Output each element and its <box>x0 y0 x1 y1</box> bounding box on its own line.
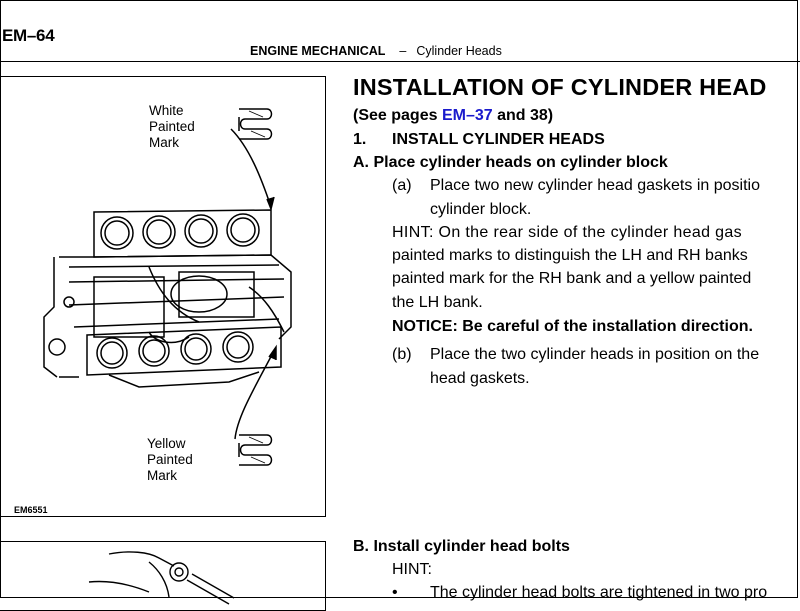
section-title: ENGINE MECHANICAL <box>250 44 386 58</box>
white-label-line: Mark <box>149 135 179 150</box>
step-a-heading: A. Place cylinder heads on cylinder bloc… <box>353 154 668 171</box>
page-title: INSTALLATION OF CYLINDER HEAD <box>353 74 767 100</box>
bullet-text: The cylinder head bolts are tightened in… <box>430 584 768 601</box>
see-pages: (See pages EM–37 and 38) <box>353 107 553 125</box>
figure-code: EM6551 <box>14 505 48 515</box>
substep-a-marker: (a) <box>392 177 412 194</box>
engine-block-figure: White Painted Mark Yellow Painted Mark <box>0 76 326 517</box>
white-label-line: White <box>149 103 184 118</box>
step-1-number: 1. <box>353 131 367 148</box>
hint-text: painted mark for the RH bank and a yello… <box>392 270 752 287</box>
substep-b-marker: (b) <box>392 346 412 363</box>
header-separator: – <box>399 44 407 58</box>
see-suffix: and 38) <box>492 107 554 124</box>
step-1-heading: INSTALL CYLINDER HEADS <box>392 131 605 148</box>
notice-text: NOTICE: Be careful of the installation d… <box>392 318 753 335</box>
yellow-mark-label: Yellow Painted Mark <box>147 436 193 484</box>
yellow-label-line: Mark <box>147 468 177 483</box>
substep-b-text: Place the two cylinder heads in position… <box>430 346 760 363</box>
bullet-icon: • <box>392 584 398 601</box>
hint-text: the LH bank. <box>392 294 483 311</box>
engine-block-illustration <box>43 108 292 466</box>
white-mark-label: White Painted Mark <box>149 103 195 151</box>
see-prefix: (See pages <box>353 107 442 124</box>
yellow-label-line: Painted <box>147 452 193 467</box>
page-link[interactable]: EM–37 <box>441 107 493 124</box>
header-rule <box>0 61 800 62</box>
substep-b-text: head gaskets. <box>430 370 530 387</box>
white-label-line: Painted <box>149 119 195 134</box>
yellow-label-line: Yellow <box>147 436 186 451</box>
substep-a-text: cylinder block. <box>430 201 532 218</box>
substep-a-text: Place two new cylinder head gaskets in p… <box>430 177 760 194</box>
step-b-heading: B. Install cylinder head bolts <box>353 538 570 555</box>
bolt-illustration <box>88 551 235 605</box>
subsection-title: Cylinder Heads <box>416 44 502 58</box>
page-number: EM–64 <box>2 26 55 45</box>
bolt-figure <box>0 541 326 611</box>
page-frame <box>0 0 798 598</box>
hint-2-text: HINT: <box>392 561 432 578</box>
running-head: ENGINE MECHANICAL–Cylinder Heads <box>250 44 502 58</box>
hint-text: HINT: On the rear side of the cylinder h… <box>392 224 742 241</box>
hint-text: painted marks to distinguish the LH and … <box>392 247 748 264</box>
